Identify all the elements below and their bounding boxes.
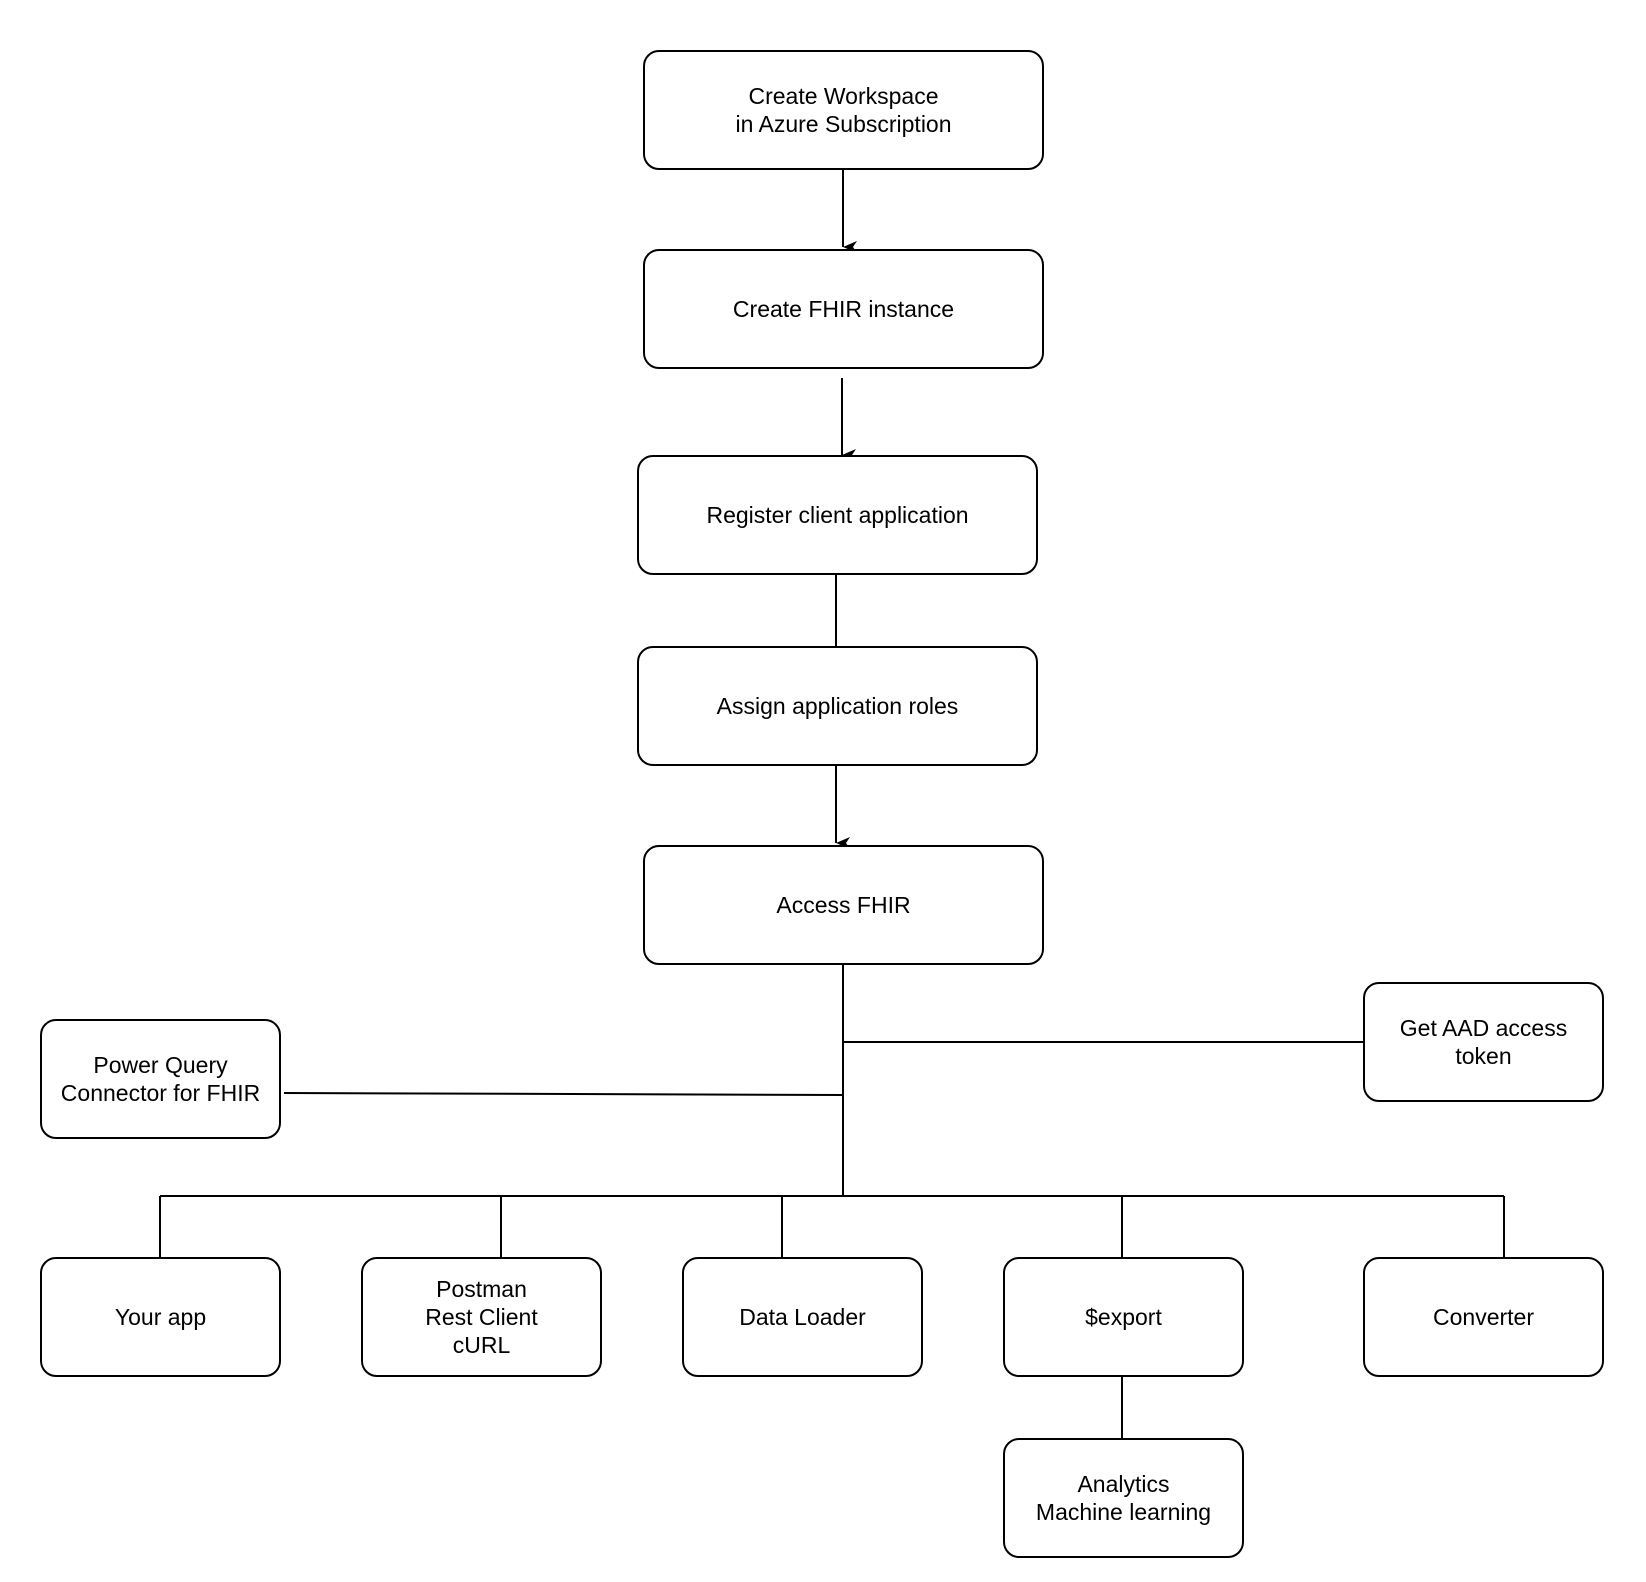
data-loader-label: Data Loader — [739, 1304, 866, 1330]
register-client-application-node[interactable]: Register client application — [637, 455, 1038, 575]
create-fhir-instance-label: Create FHIR instance — [732, 296, 955, 322]
analytics-machine-learning-label: Analytics Machine learning — [1035, 1471, 1212, 1525]
create-fhir-instance-node[interactable]: Create FHIR instance — [643, 249, 1044, 369]
access-fhir-label: Access FHIR — [776, 892, 911, 918]
create-workspace-label: Create Workspace in Azure Subscription — [735, 83, 952, 137]
assign-application-roles-label: Assign application roles — [716, 693, 959, 719]
connector-to-power-query — [283, 1092, 844, 1096]
get-aad-access-token-node[interactable]: Get AAD access token — [1363, 982, 1604, 1102]
register-client-application-label: Register client application — [706, 502, 969, 528]
power-query-connector-node[interactable]: Power Query Connector for FHIR — [40, 1019, 281, 1139]
create-workspace-node[interactable]: Create Workspace in Azure Subscription — [643, 50, 1044, 170]
your-app-label: Your app — [114, 1304, 207, 1330]
postman-rest-client-curl-label: Postman Rest Client cURL — [425, 1276, 538, 1358]
assign-application-roles-node[interactable]: Assign application roles — [637, 646, 1038, 766]
get-aad-access-token-label: Get AAD access token — [1399, 1015, 1568, 1069]
export-node[interactable]: $export — [1003, 1257, 1244, 1377]
data-loader-node[interactable]: Data Loader — [682, 1257, 923, 1377]
export-label: $export — [1085, 1304, 1162, 1330]
postman-rest-client-curl-node[interactable]: Postman Rest Client cURL — [361, 1257, 602, 1377]
analytics-machine-learning-node[interactable]: Analytics Machine learning — [1003, 1438, 1244, 1558]
power-query-connector-label: Power Query Connector for FHIR — [60, 1052, 261, 1106]
converter-node[interactable]: Converter — [1363, 1257, 1604, 1377]
your-app-node[interactable]: Your app — [40, 1257, 281, 1377]
converter-label: Converter — [1433, 1304, 1534, 1330]
access-fhir-node[interactable]: Access FHIR — [643, 845, 1044, 965]
